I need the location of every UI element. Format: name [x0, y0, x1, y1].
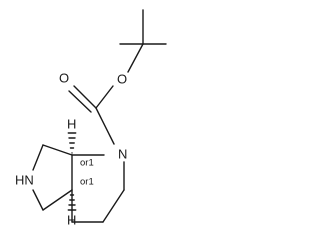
bond-c5-c4a [42, 189, 73, 211]
bond-c2-c3 [102, 189, 125, 223]
atom-nitrogen-amine: HN [15, 173, 34, 188]
stereo-label-top: or1 [80, 158, 94, 169]
bond-carbonyl-double-a [73, 85, 97, 109]
bond-tbu-c-oxygen [127, 43, 144, 73]
atom-oxygen-ester: O [117, 72, 127, 87]
hashed-bond-bottom-h [67, 194, 77, 211]
bond-c7a-c7 [42, 144, 73, 156]
stereo-label-bottom: or1 [80, 177, 94, 188]
bond-carbonyl-nitrogen [95, 107, 115, 145]
bond-carbonyl-double-b [68, 90, 92, 113]
hashed-bond-top-h [67, 132, 77, 154]
atom-hydrogen-top: H [67, 117, 76, 132]
bond-nh-c5 [32, 189, 44, 211]
molecule-structure-diagram: O O N HN H H or1 or1 [15, 9, 167, 228]
bond-oxygen-carbonyl-carbon [95, 85, 114, 109]
atom-hydrogen-bottom: H [67, 213, 76, 228]
atom-oxygen-carbonyl: O [59, 71, 69, 86]
bond-c7-nh [32, 144, 44, 171]
atom-nitrogen-ring: N [118, 147, 127, 162]
